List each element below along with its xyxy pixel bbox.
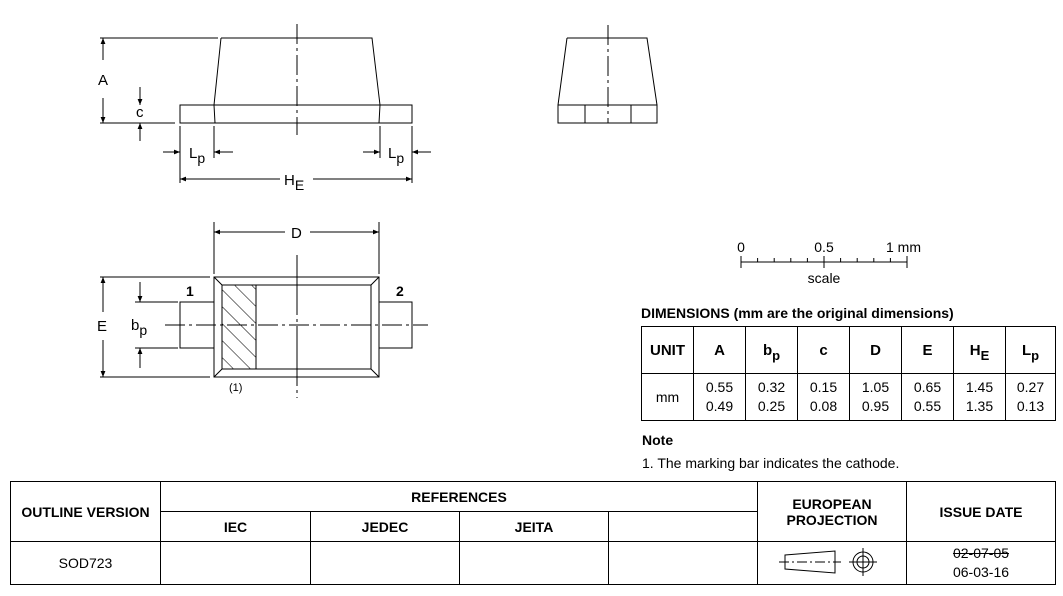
header-a: A bbox=[693, 326, 746, 374]
note-text: 1. The marking bar indicates the cathode… bbox=[642, 455, 900, 471]
jeita-value bbox=[459, 541, 609, 585]
scale-label: scale bbox=[808, 270, 841, 286]
title-block: OUTLINE VERSION REFERENCES EUROPEAN PROJ… bbox=[10, 481, 1056, 585]
header-he: HE bbox=[953, 326, 1006, 374]
header-lp: Lp bbox=[1005, 326, 1056, 374]
issue-date-old: 02-07-05 bbox=[952, 545, 1010, 561]
scale-tick-end: 1 mm bbox=[886, 239, 921, 255]
dimensions-title: DIMENSIONS (mm are the original dimensio… bbox=[641, 305, 954, 321]
pin-1-label: 1 bbox=[186, 283, 194, 299]
header-unit: UNIT bbox=[641, 326, 694, 374]
issue-date-new: 06-03-16 bbox=[952, 564, 1010, 580]
issue-date-label: ISSUE DATE bbox=[906, 481, 1056, 542]
pin-2-label: 2 bbox=[396, 283, 404, 299]
european-projection-icon bbox=[779, 547, 877, 576]
top-view bbox=[100, 222, 428, 398]
dim-label-he: HE bbox=[284, 172, 304, 193]
dim-label-e: E bbox=[97, 318, 107, 335]
side-view-end bbox=[557, 25, 658, 124]
note-heading: Note bbox=[642, 432, 674, 448]
cathode-marking-bar bbox=[221, 284, 257, 370]
header-d: D bbox=[849, 326, 902, 374]
note-reference: (1) bbox=[229, 382, 242, 394]
scale-tick-0: 0 bbox=[737, 239, 745, 255]
issue-dates: 02-07-05 06-03-16 bbox=[906, 541, 1056, 585]
dim-label-bp: bp bbox=[131, 317, 147, 338]
jedec-label: JEDEC bbox=[310, 511, 460, 542]
package-outline-drawing: A c Lp Lp HE D E bp 1 2 (1) 0 0.5 1 mm s… bbox=[97, 24, 921, 398]
jeita-label: JEITA bbox=[459, 511, 609, 542]
header-bp: bp bbox=[745, 326, 798, 374]
dimensions-header-row: UNIT A bp c D E HE Lp bbox=[641, 326, 1056, 374]
dim-label-d: D bbox=[291, 225, 302, 242]
dim-label-c: c bbox=[136, 104, 144, 121]
header-e: E bbox=[901, 326, 954, 374]
scale-bar bbox=[740, 256, 908, 268]
reference-blank bbox=[608, 511, 758, 542]
header-c: c bbox=[797, 326, 850, 374]
iec-value bbox=[160, 541, 311, 585]
projection-label: EUROPEAN PROJECTION bbox=[757, 481, 907, 542]
iec-label: IEC bbox=[160, 511, 311, 542]
references-label: REFERENCES bbox=[160, 481, 758, 512]
projection-symbol bbox=[757, 541, 907, 585]
outline-version-label: OUTLINE VERSION bbox=[10, 481, 161, 542]
dim-label-lp-left: Lp bbox=[189, 145, 205, 166]
unit-cell: mm bbox=[641, 373, 694, 421]
scale-tick-mid: 0.5 bbox=[814, 239, 834, 255]
dim-label-a: A bbox=[98, 72, 108, 89]
reference-value bbox=[608, 541, 758, 585]
side-view-front bbox=[100, 24, 431, 183]
jedec-value bbox=[310, 541, 460, 585]
outline-version-value: SOD723 bbox=[10, 541, 161, 585]
dim-label-lp-right: Lp bbox=[388, 145, 404, 166]
